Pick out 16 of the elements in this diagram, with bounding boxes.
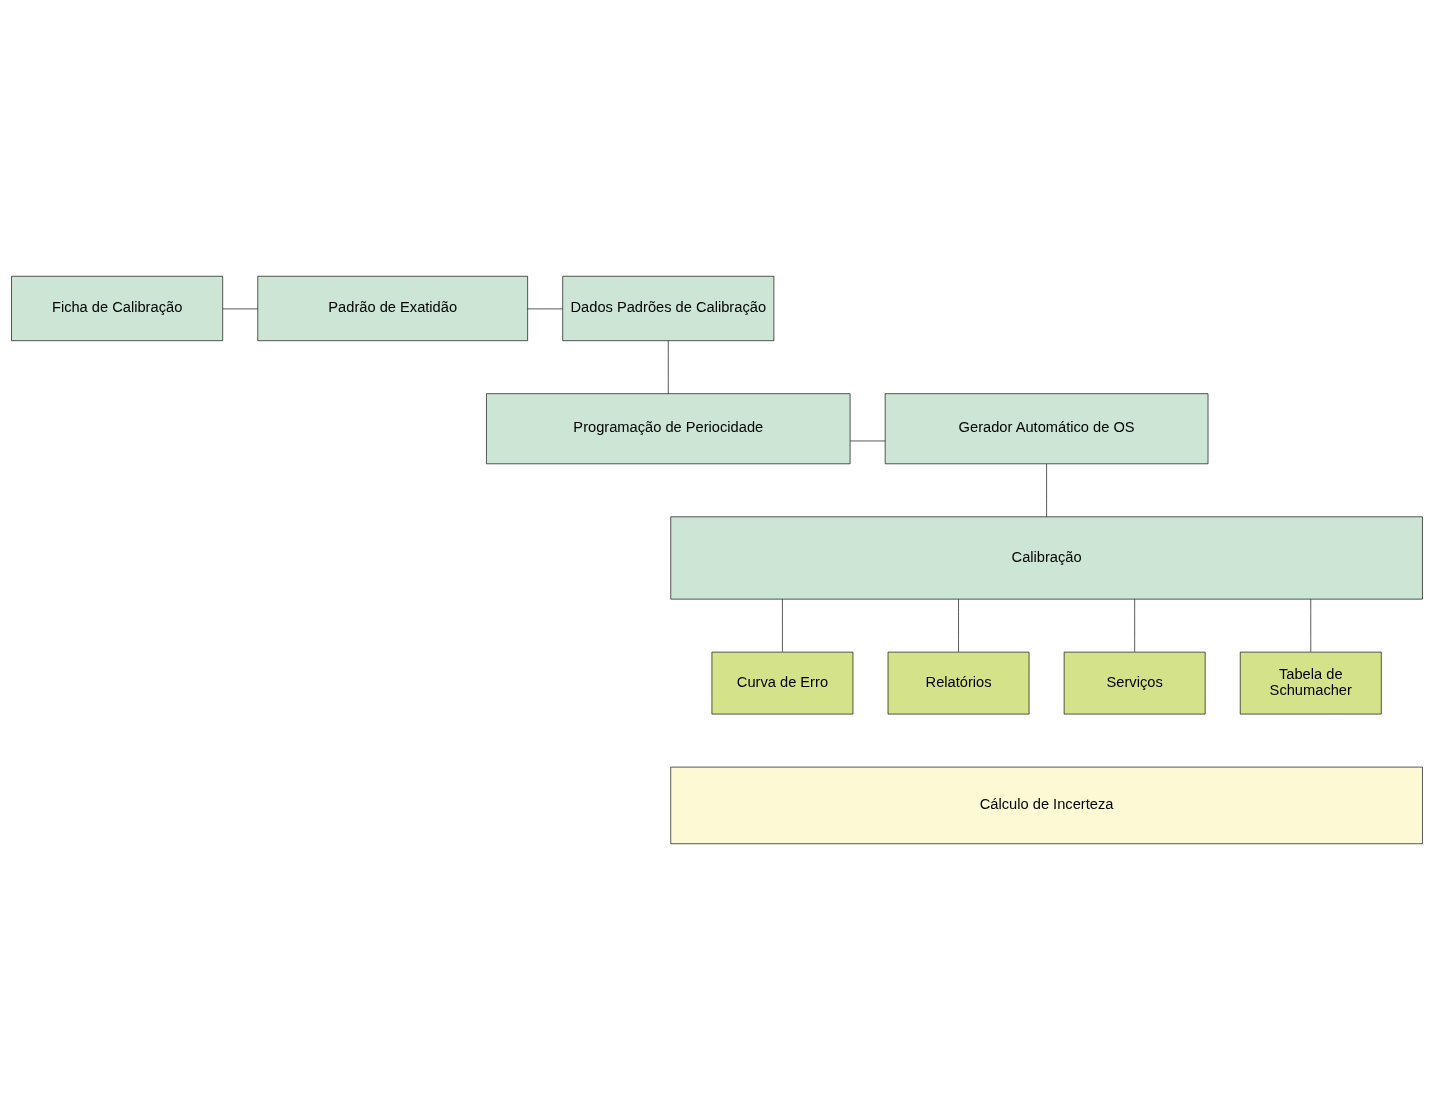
connector xyxy=(1046,463,1047,517)
node-box: Tabela de Schumacher xyxy=(1239,651,1382,714)
connector xyxy=(958,598,959,652)
node-box: Serviços xyxy=(1063,651,1206,714)
node-box: Dados Padrões de Calibração xyxy=(562,275,775,341)
node-box: Relatórios xyxy=(887,651,1030,714)
node-box: Padrão de Exatidão xyxy=(257,275,528,341)
node-box: Ficha de Calibração xyxy=(11,275,224,341)
connector xyxy=(782,598,783,652)
connector xyxy=(527,308,563,309)
connector xyxy=(667,339,669,394)
node-box: Cálculo de Incerteza xyxy=(670,766,1423,844)
node-box: Programação de Periocidade xyxy=(486,392,851,464)
node-box: Curva de Erro xyxy=(711,651,854,714)
node-box: Gerador Automático de OS xyxy=(884,392,1209,464)
node-box: Calibração xyxy=(670,515,1423,599)
